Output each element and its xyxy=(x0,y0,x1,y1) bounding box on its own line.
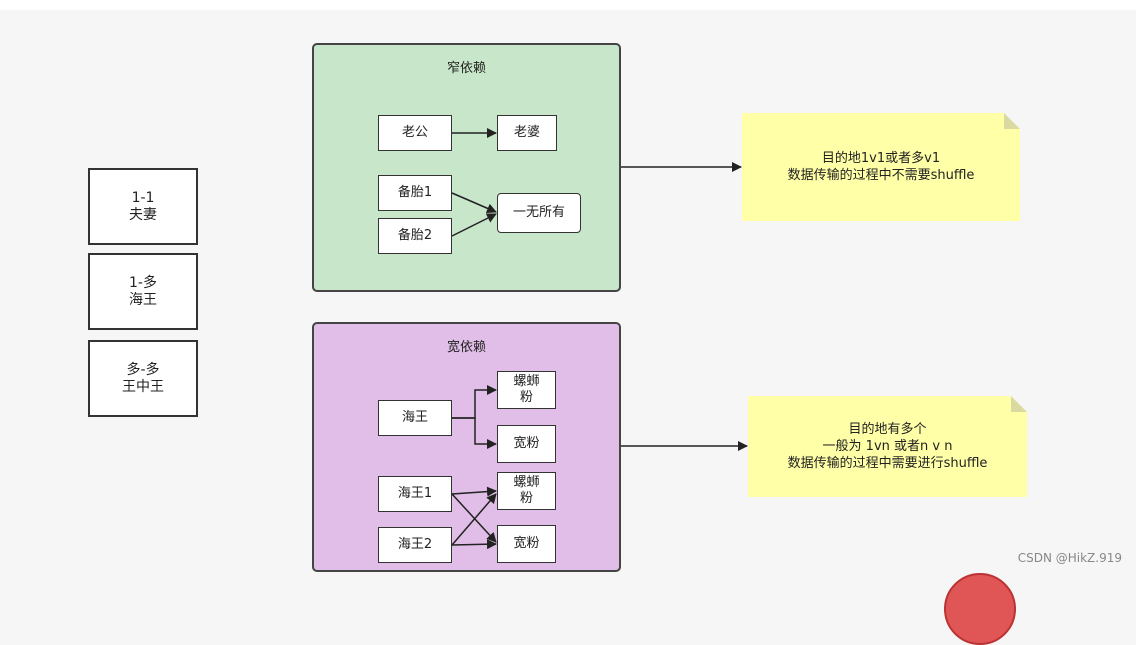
edge-backup2-nothing xyxy=(451,213,497,237)
relation-one-to-many[interactable]: 1-多 海王 xyxy=(88,253,198,330)
edge-king-fan2 xyxy=(452,417,497,449)
node-fan-label-line2: 粉 xyxy=(519,491,533,506)
relation-label-line1: 1-多 xyxy=(129,274,157,291)
wide-dependency-title: 宽依赖 xyxy=(446,340,486,355)
relation-label-line1: 多-多 xyxy=(126,361,160,378)
wide-dependency-group[interactable]: 宽依赖 xyxy=(312,322,621,572)
narrow-dependency-note[interactable]: 目的地1v1或者多v1 数据传输的过程中不需要shuffle xyxy=(742,113,1020,221)
note-line: 目的地1v1或者多v1 xyxy=(821,151,941,166)
edge-king1-fan4 xyxy=(451,493,497,543)
node-fan-luosifen-1[interactable]: 螺蛳 粉 xyxy=(497,371,556,409)
note-fold-corner xyxy=(1004,113,1020,129)
node-backup-2[interactable]: 备胎2 xyxy=(378,218,452,254)
connector-layer xyxy=(451,128,748,550)
note-line: 目的地有多个 xyxy=(848,422,927,437)
relation-label-line2: 海王 xyxy=(129,291,157,308)
node-fan-luosifen-2[interactable]: 螺蛳 粉 xyxy=(497,472,556,510)
relation-label-line1: 1-1 xyxy=(131,189,155,206)
edge-king2-fan4 xyxy=(451,539,497,550)
edge-king2-fan3 xyxy=(451,493,497,546)
node-king[interactable]: 海王 xyxy=(378,400,452,436)
note-line: 数据传输的过程中不需要shuffle xyxy=(787,168,975,183)
relation-label-line2: 王中王 xyxy=(122,378,164,395)
note-line: 数据传输的过程中需要进行shuffle xyxy=(787,456,988,471)
node-nothing[interactable]: 一无所有 xyxy=(497,193,581,233)
relation-one-to-one[interactable]: 1-1 夫妻 xyxy=(88,168,198,245)
diagram-canvas: 1-1 夫妻 1-多 海王 多-多 王中王 窄依赖 老公 老婆 备胎1 备胎2 … xyxy=(0,10,1136,645)
node-fan-label-line2: 粉 xyxy=(519,390,533,405)
wide-dependency-note[interactable]: 目的地有多个 一般为 1vn 或者n v n 数据传输的过程中需要进行shuff… xyxy=(748,396,1027,497)
node-fan-kuanfen-1[interactable]: 宽粉 xyxy=(497,425,556,463)
node-wife[interactable]: 老婆 xyxy=(497,115,557,151)
narrow-dependency-group[interactable]: 窄依赖 xyxy=(312,43,621,292)
node-king-1[interactable]: 海王1 xyxy=(378,476,452,512)
node-king-2[interactable]: 海王2 xyxy=(378,527,452,563)
watermark: CSDN @HikZ.919 xyxy=(1017,551,1122,565)
node-backup-1[interactable]: 备胎1 xyxy=(378,175,452,211)
node-fan-kuanfen-2[interactable]: 宽粉 xyxy=(497,525,556,563)
node-husband[interactable]: 老公 xyxy=(378,115,452,151)
edge-backup1-nothing xyxy=(451,192,497,214)
top-bar xyxy=(0,0,1136,10)
narrow-dependency-title: 窄依赖 xyxy=(446,61,486,76)
note-fold-corner xyxy=(1011,396,1027,412)
edge-king1-fan3 xyxy=(451,486,497,497)
edge-king-fan1 xyxy=(452,385,497,419)
relation-label-line2: 夫妻 xyxy=(129,206,157,223)
node-fan-label-line1: 螺蛳 xyxy=(513,475,540,490)
red-circle-decoration xyxy=(944,573,1016,645)
relation-many-to-many[interactable]: 多-多 王中王 xyxy=(88,340,198,417)
node-fan-label-line1: 螺蛳 xyxy=(513,374,540,389)
note-line: 一般为 1vn 或者n v n xyxy=(822,439,953,454)
